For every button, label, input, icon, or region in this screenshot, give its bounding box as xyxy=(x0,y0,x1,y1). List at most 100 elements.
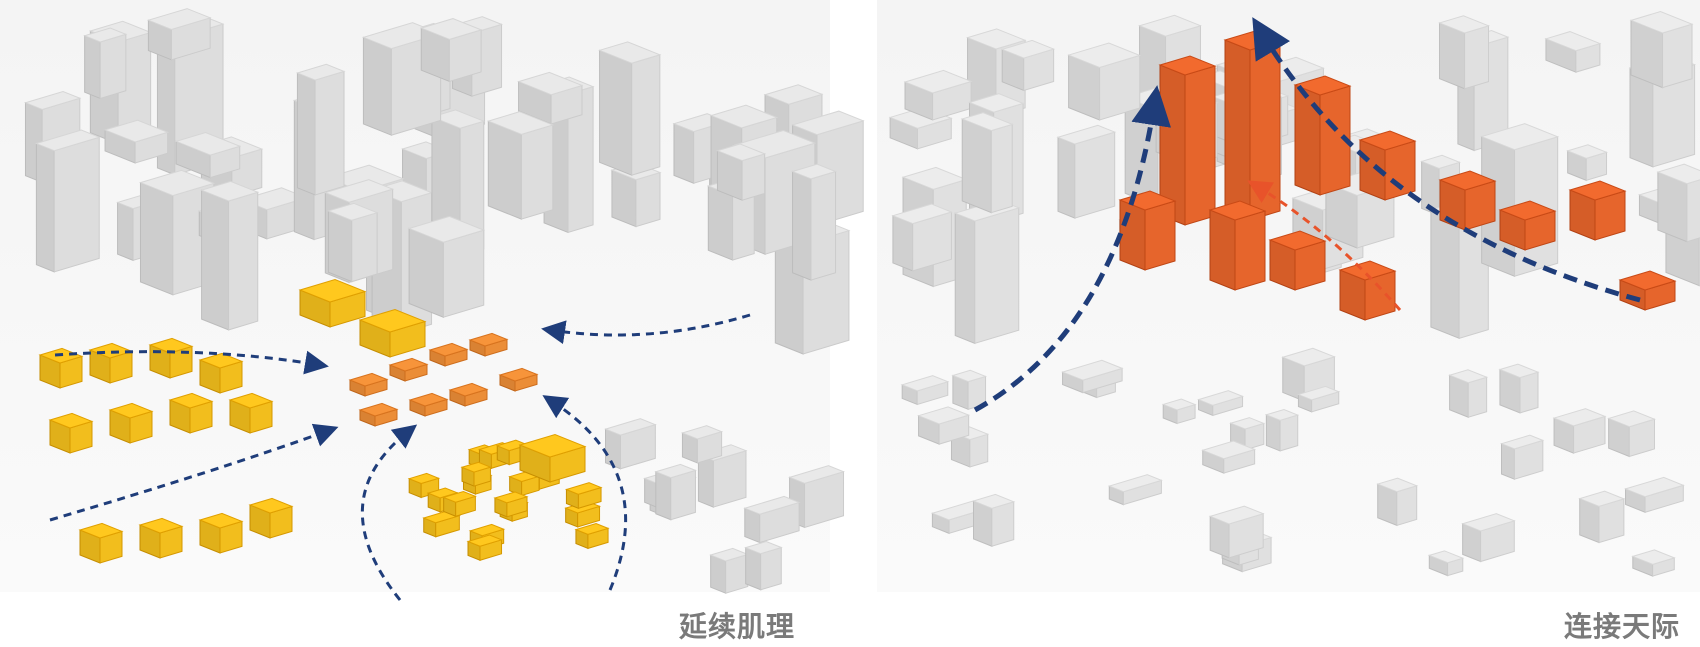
context-building xyxy=(326,202,379,283)
left-panel-map xyxy=(0,0,865,601)
context-building xyxy=(971,493,1016,547)
texture-building xyxy=(48,412,94,454)
context-building xyxy=(1629,10,1694,89)
podium-building xyxy=(468,332,509,357)
context-building xyxy=(1498,363,1540,414)
texture-building xyxy=(198,352,244,394)
context-building xyxy=(1566,144,1609,182)
context-building xyxy=(917,406,971,445)
skyline-arrows xyxy=(973,17,1641,413)
left-caption: 延续肌理 xyxy=(678,610,795,643)
context-building xyxy=(1061,359,1124,394)
context-building xyxy=(1552,408,1607,454)
context-building xyxy=(1656,163,1700,243)
context-building xyxy=(34,129,101,273)
texture-building xyxy=(148,337,194,379)
context-building xyxy=(1429,200,1490,340)
context-building xyxy=(680,425,724,464)
context-buildings xyxy=(23,8,865,594)
context-building xyxy=(1438,15,1491,90)
context-building xyxy=(1631,549,1676,577)
context-building xyxy=(1296,385,1341,413)
context-building xyxy=(295,63,346,196)
texture-building xyxy=(108,402,154,444)
context-building xyxy=(903,69,973,121)
texture-building xyxy=(78,522,124,564)
skyline-tower xyxy=(1223,30,1282,221)
context-building xyxy=(744,540,783,591)
context-building xyxy=(1208,505,1265,559)
right-panel-map xyxy=(877,0,1700,592)
context-building xyxy=(103,119,170,164)
podium-building xyxy=(358,402,399,427)
context-building xyxy=(709,547,750,594)
flow-arrows xyxy=(49,313,751,601)
context-building xyxy=(1067,42,1142,121)
context-building xyxy=(953,199,1021,345)
context-building xyxy=(603,418,657,470)
context-building xyxy=(1427,550,1465,577)
context-building xyxy=(1107,474,1163,506)
context-building xyxy=(951,369,988,411)
skyline-tower xyxy=(1208,200,1267,291)
context-building xyxy=(174,132,242,179)
context-building xyxy=(791,163,838,281)
context-building xyxy=(1607,410,1656,458)
context-building xyxy=(146,8,212,61)
skyline-tower xyxy=(1498,200,1557,251)
podium-building xyxy=(388,357,429,382)
context-building xyxy=(598,41,662,176)
podium-building xyxy=(448,382,489,407)
context-building xyxy=(900,375,950,406)
podium-buildings xyxy=(348,332,539,427)
context-building xyxy=(1376,477,1419,527)
skyline-tower xyxy=(1118,190,1177,271)
context-building xyxy=(407,215,486,318)
context-building xyxy=(1624,476,1685,514)
context-building xyxy=(517,71,584,125)
texture-building xyxy=(508,470,541,497)
context-building xyxy=(1461,513,1516,563)
context-building xyxy=(743,495,801,544)
texture-building xyxy=(493,491,529,518)
skyline-tower xyxy=(1338,260,1397,321)
texture-building xyxy=(228,392,274,434)
texture-building xyxy=(574,523,610,550)
texture-building xyxy=(358,308,427,358)
context-building xyxy=(1448,369,1489,418)
context-building xyxy=(1264,408,1300,452)
texture-building xyxy=(564,482,603,510)
context-building xyxy=(960,112,1014,214)
texture-building xyxy=(460,461,492,487)
context-building xyxy=(891,203,953,272)
context-building xyxy=(1544,31,1602,73)
context-building xyxy=(83,27,128,100)
context-building xyxy=(1197,390,1245,417)
context-building xyxy=(1056,124,1117,219)
context-building xyxy=(419,18,483,83)
podium-building xyxy=(498,367,539,392)
texture-building xyxy=(168,392,214,434)
skyline-towers xyxy=(1118,30,1677,321)
podium-building xyxy=(408,392,449,417)
skyline-tower xyxy=(1268,230,1327,291)
texture-building xyxy=(198,512,244,554)
context-building xyxy=(1161,398,1197,425)
context-building xyxy=(1578,490,1626,544)
skyline-tower xyxy=(1568,180,1627,241)
context-building xyxy=(1201,440,1257,474)
texture-building xyxy=(248,497,294,539)
texture-building xyxy=(518,433,587,483)
texture-building xyxy=(298,278,367,328)
podium-building xyxy=(428,342,469,367)
podium-building xyxy=(348,372,389,397)
context-building xyxy=(1000,39,1056,92)
texture-buildings xyxy=(38,278,610,564)
skyline-tower xyxy=(1293,75,1352,196)
right-caption: 连接天际 xyxy=(1563,610,1680,643)
context-building xyxy=(200,180,260,331)
texture-building xyxy=(442,490,477,517)
texture-building xyxy=(466,534,504,562)
context-building xyxy=(486,111,555,220)
